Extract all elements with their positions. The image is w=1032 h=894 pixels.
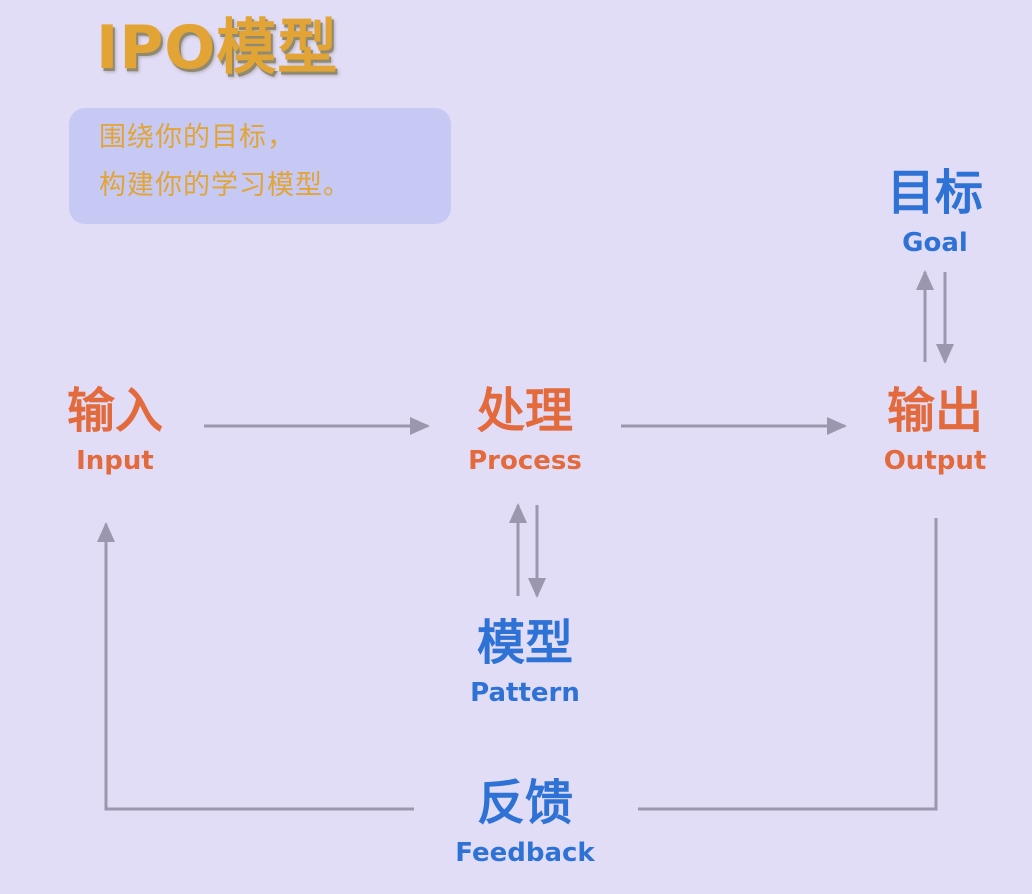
- node-input-en: Input: [76, 446, 154, 476]
- node-pattern: 模型 Pattern: [425, 614, 625, 710]
- node-output: 输出 Output: [835, 382, 1032, 478]
- node-feedback: 反馈 Feedback: [425, 774, 625, 870]
- line-output-to-feedback: [638, 518, 938, 811]
- node-process-en: Process: [468, 446, 582, 476]
- node-feedback-zh: 反馈: [476, 775, 573, 831]
- node-goal-zh: 目标: [886, 165, 983, 221]
- node-goal-en: Goal: [902, 228, 968, 258]
- intro-box: 围绕你的目标， 构建你的学习模型。: [69, 108, 451, 224]
- node-input-zh: 输入: [66, 383, 163, 439]
- node-process: 处理 Process: [425, 382, 625, 478]
- intro-line-2: 构建你的学习模型。: [99, 170, 351, 201]
- node-output-zh: 输出: [886, 383, 983, 439]
- node-goal: 目标 Goal: [835, 164, 1032, 260]
- node-output-en: Output: [883, 446, 987, 476]
- node-process-zh: 处理: [476, 383, 573, 439]
- page-title: IPO模型: [96, 13, 339, 83]
- node-input: 输入 Input: [15, 382, 215, 478]
- intro-line-1: 围绕你的目标，: [99, 122, 295, 153]
- node-feedback-en: Feedback: [455, 838, 595, 868]
- node-pattern-zh: 模型: [476, 615, 573, 671]
- node-pattern-en: Pattern: [470, 678, 580, 708]
- arrow-feedback-to-input: [97, 522, 414, 811]
